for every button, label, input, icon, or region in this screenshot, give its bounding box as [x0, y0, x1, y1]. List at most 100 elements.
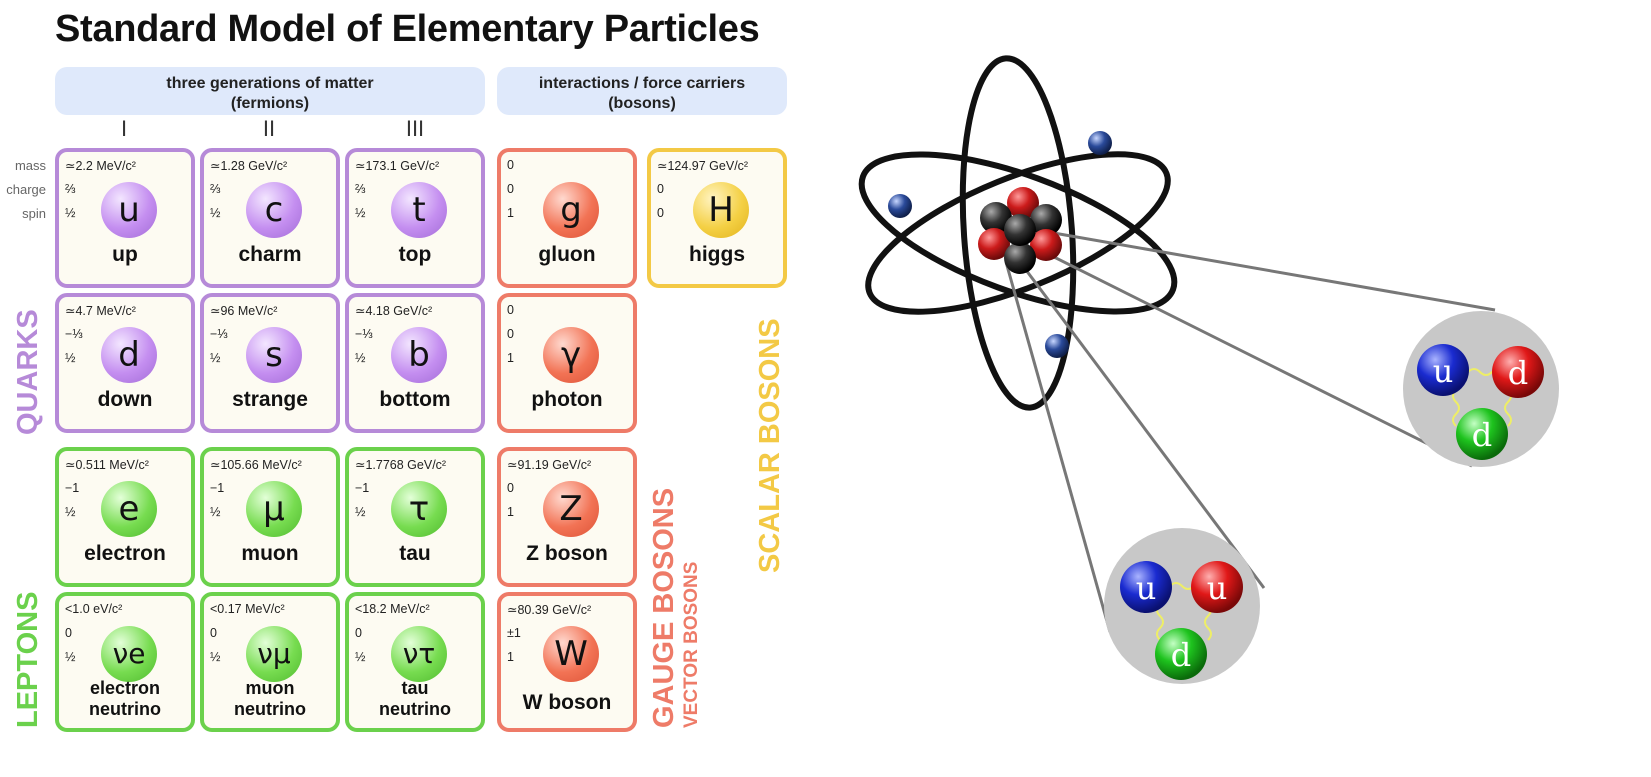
particle-symbol: Z — [543, 481, 599, 537]
particle-card-up: ≃2.2 MeV/c² ⅔ ½ u up — [55, 148, 195, 288]
particle-name: strange — [232, 388, 308, 411]
quark-label: d — [1508, 354, 1528, 392]
quark-down — [1155, 628, 1207, 680]
particle-name: gluon — [538, 243, 596, 266]
mass-value: ≃173.1 GeV/c² — [355, 159, 440, 173]
zoom-line-1 — [1047, 230, 1496, 312]
quark-label: d — [1171, 636, 1191, 674]
particle-name: electron neutrino — [59, 678, 191, 720]
mass-value: <18.2 MeV/c² — [355, 602, 430, 616]
spin-value: 1 — [507, 206, 514, 220]
quark-up — [1417, 344, 1469, 396]
mass-value: ≃4.18 GeV/c² — [355, 304, 433, 318]
particle-name-line1: tau — [401, 678, 429, 698]
particle-card-photon: 0 0 1 γ photon — [497, 293, 637, 433]
spin-value: ½ — [210, 351, 221, 365]
charge-value: −1 — [65, 481, 80, 495]
nucleon — [1030, 229, 1062, 261]
zoom-lines — [1004, 230, 1496, 633]
zoom-line-2 — [1039, 248, 1473, 468]
charge-value: −1 — [210, 481, 225, 495]
nucleon — [1004, 242, 1036, 274]
charge-value: 0 — [507, 327, 514, 341]
mass-value: ≃105.66 MeV/c² — [210, 458, 302, 472]
particle-symbol: νμ — [246, 626, 302, 682]
mass-value: ≃91.19 GeV/c² — [507, 458, 592, 472]
generation-2-label: II — [262, 116, 276, 141]
charge-value: 0 — [507, 182, 514, 196]
particle-symbol: γ — [543, 327, 599, 383]
quark-label: u — [1433, 352, 1454, 390]
spin-value: ½ — [355, 206, 366, 220]
particle-card-tau: ≃1.7768 GeV/c² −1 ½ τ tau — [345, 447, 485, 587]
charge-value: −⅓ — [355, 327, 373, 341]
charge-value: 0 — [507, 481, 514, 495]
particle-name: top — [398, 243, 432, 266]
zoom-line-3 — [1018, 261, 1266, 589]
charge-value: 0 — [65, 626, 72, 640]
particle-card-top: ≃173.1 GeV/c² ⅔ ½ t top — [345, 148, 485, 288]
mass-value: 0 — [507, 303, 514, 317]
particle-name: higgs — [689, 243, 745, 266]
spin-value: ½ — [355, 650, 366, 664]
orbit-paths — [858, 55, 1178, 411]
charge-value: ⅔ — [210, 182, 221, 196]
proton-zoom: u u d — [1104, 528, 1260, 684]
particle-symbol: g — [543, 182, 599, 238]
charge-value: ±1 — [507, 626, 521, 640]
spin-value: 0 — [657, 206, 664, 220]
particle-card-higgs: ≃124.97 GeV/c² 0 0 H higgs — [647, 148, 787, 288]
spin-value: ½ — [65, 505, 76, 519]
mass-value: <0.17 MeV/c² — [210, 602, 285, 616]
quark-label: u — [1207, 569, 1228, 607]
mass-value: ≃1.28 GeV/c² — [210, 159, 288, 173]
particle-name: tau neutrino — [349, 678, 481, 720]
charge-value: −⅓ — [210, 327, 228, 341]
particle-name-line1: electron — [89, 678, 161, 698]
bosons-header-line1: interactions / force carriers — [538, 75, 746, 92]
spin-value: 1 — [507, 505, 514, 519]
particle-name-line2: neutrino — [234, 699, 306, 719]
particle-name: muon — [241, 542, 299, 565]
particle-card-electron-neutrino: <1.0 eV/c² 0 ½ νe electron neutrino — [55, 592, 195, 732]
quark-up — [1191, 561, 1243, 613]
zoom-line-4 — [1004, 261, 1112, 633]
quark-label: u — [1136, 569, 1157, 607]
nucleus — [978, 187, 1062, 274]
particle-card-tau-neutrino: <18.2 MeV/c² 0 ½ ντ tau neutrino — [345, 592, 485, 732]
spin-value: 1 — [507, 650, 514, 664]
particle-card-w-boson: ≃80.39 GeV/c² ±1 1 W W boson — [497, 592, 637, 732]
charge-row-label: charge — [6, 182, 46, 197]
mass-value: ≃1.7768 GeV/c² — [355, 458, 447, 472]
orbit-vertical — [959, 55, 1077, 411]
particle-card-strange: ≃96 MeV/c² −⅓ ½ s strange — [200, 293, 340, 433]
nucleon — [980, 202, 1012, 234]
spin-row-label: spin — [22, 206, 46, 221]
quark-label: d — [1472, 416, 1492, 454]
charge-value: ⅔ — [65, 182, 76, 196]
fermions-header-line1: three generations of matter — [166, 75, 374, 92]
particle-symbol: ντ — [391, 626, 447, 682]
particle-symbol: νe — [101, 626, 157, 682]
particle-card-z-boson: ≃91.19 GeV/c² 0 1 Z Z boson — [497, 447, 637, 587]
particle-name: Z boson — [526, 542, 608, 565]
quark-up — [1120, 561, 1172, 613]
fermions-header: three generations of matter (fermions) — [55, 67, 485, 115]
orbit-tilted-left — [858, 151, 1178, 315]
nucleon — [1030, 204, 1062, 236]
charge-value: ⅔ — [355, 182, 366, 196]
particle-symbol: b — [391, 327, 447, 383]
bosons-header: interactions / force carriers (bosons) — [497, 67, 787, 115]
particle-card-electron: ≃0.511 MeV/c² −1 ½ e electron — [55, 447, 195, 587]
particle-name: photon — [531, 388, 603, 411]
generation-1-label: I — [120, 116, 128, 141]
particle-symbol: H — [693, 182, 749, 238]
mass-value: ≃4.7 MeV/c² — [65, 304, 136, 318]
particle-symbol: μ — [246, 481, 302, 537]
fermions-header-line2: (fermions) — [230, 95, 310, 112]
spin-value: ½ — [210, 505, 221, 519]
spin-value: 1 — [507, 351, 514, 365]
electron-ball-3 — [1045, 334, 1069, 358]
particle-name: bottom — [379, 388, 451, 411]
particle-card-gluon: 0 0 1 g gluon — [497, 148, 637, 288]
